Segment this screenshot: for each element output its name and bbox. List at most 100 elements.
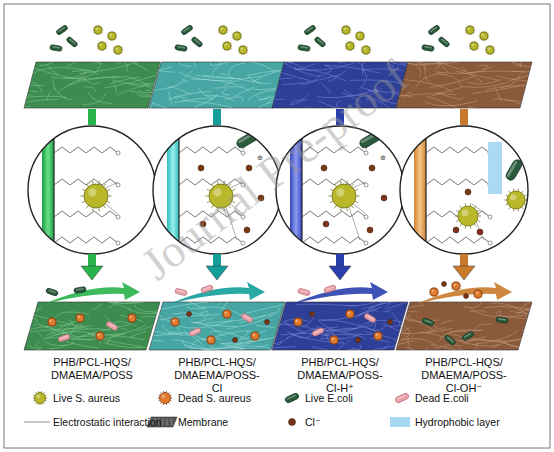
cell-highlight	[99, 43, 102, 46]
fiber	[472, 331, 518, 345]
dead-e-coli	[311, 327, 324, 337]
fiber	[321, 83, 330, 93]
fiber	[25, 96, 67, 98]
fiber	[318, 320, 371, 334]
live-e-coli	[462, 331, 475, 341]
fiber	[451, 330, 481, 331]
chloride-ion	[477, 229, 483, 235]
cell-body	[474, 290, 482, 298]
chain-node	[364, 241, 368, 245]
fiber	[531, 98, 540, 109]
fiber	[225, 97, 243, 102]
fiber	[439, 74, 461, 85]
chloride-ion	[323, 221, 329, 227]
dead-e-coli	[188, 327, 201, 337]
cell-highlight	[183, 26, 190, 32]
fiber	[191, 60, 195, 67]
cell-body	[462, 331, 475, 341]
chloride-ion	[310, 312, 315, 317]
cell-body	[35, 393, 46, 404]
polymer-chain	[179, 147, 243, 153]
live-s-aureus	[479, 31, 489, 41]
live-e-coli	[496, 316, 509, 323]
fiber	[312, 347, 368, 356]
membrane	[272, 302, 408, 350]
cell-highlight	[172, 319, 175, 322]
chloride-ion	[187, 312, 192, 317]
cell-highlight	[287, 394, 297, 400]
cell-body	[200, 285, 213, 294]
fiber	[233, 87, 254, 97]
fiber	[191, 338, 222, 347]
cell-highlight	[161, 394, 165, 398]
cell-body	[251, 332, 259, 340]
cell-body	[66, 36, 78, 48]
fiber	[210, 331, 250, 340]
fiber	[169, 87, 191, 94]
cell-body	[45, 288, 58, 297]
fiber	[403, 328, 453, 333]
dead-s-aureus	[293, 317, 303, 327]
fiber	[467, 80, 502, 84]
chloride-ion	[381, 195, 387, 201]
fiber	[82, 93, 106, 105]
chloride-ion	[233, 338, 238, 343]
membrane	[149, 62, 285, 108]
dead-s-aureus	[473, 289, 483, 299]
membrane	[24, 302, 160, 350]
dead-s-aureus	[75, 313, 85, 323]
cell-body	[294, 318, 302, 326]
cell-body	[48, 318, 56, 326]
cell-highlight	[36, 394, 40, 398]
membrane	[396, 302, 532, 350]
live-e-coli	[314, 36, 326, 48]
cell-highlight	[375, 333, 378, 336]
cell-highlight	[367, 315, 375, 320]
membrane-fibers	[353, 291, 554, 361]
chain-node	[488, 215, 492, 219]
chloride-ion	[265, 320, 270, 325]
fiber	[64, 63, 101, 78]
fiber	[352, 348, 370, 353]
live-s-aureus	[33, 391, 47, 405]
fiber	[426, 97, 457, 108]
fiber	[400, 338, 437, 345]
membrane-sample-fiber	[162, 418, 163, 426]
fiber	[492, 99, 523, 105]
fiber	[530, 68, 554, 69]
fiber	[71, 324, 84, 334]
fiber	[416, 73, 442, 88]
fiber	[125, 76, 153, 90]
membrane-label: PHB/PCL-HQS/ DMAEMA/POSS-Cl-OH⁻	[421, 356, 507, 395]
fiber	[19, 73, 45, 86]
fiber	[425, 101, 478, 106]
live-s-aureus	[504, 189, 527, 212]
live-e-coli	[50, 44, 63, 51]
cell-body	[56, 24, 69, 35]
cell-highlight	[203, 286, 211, 290]
cell-body	[480, 32, 488, 40]
fiber	[473, 83, 530, 93]
cell-highlight	[464, 333, 472, 338]
fiber	[93, 303, 103, 309]
cell-highlight	[462, 210, 469, 217]
fiber	[290, 94, 308, 105]
fiber	[380, 311, 418, 324]
fiber	[222, 88, 230, 95]
live-s-aureus	[113, 45, 123, 55]
live-s-aureus	[345, 41, 355, 51]
cell-body	[330, 336, 338, 344]
zoom-circle	[400, 126, 528, 254]
polymer-chain	[302, 179, 366, 185]
fiber	[468, 107, 508, 114]
outer-frame	[4, 4, 550, 448]
cell-highlight	[252, 333, 255, 336]
fiber	[220, 343, 269, 349]
membrane-sample-fiber	[171, 418, 172, 426]
cell-body	[332, 184, 356, 208]
cell-body	[175, 44, 188, 51]
fiber	[113, 81, 117, 93]
fiber	[223, 300, 243, 309]
outcome-cells	[293, 285, 393, 345]
fiber	[173, 340, 211, 351]
